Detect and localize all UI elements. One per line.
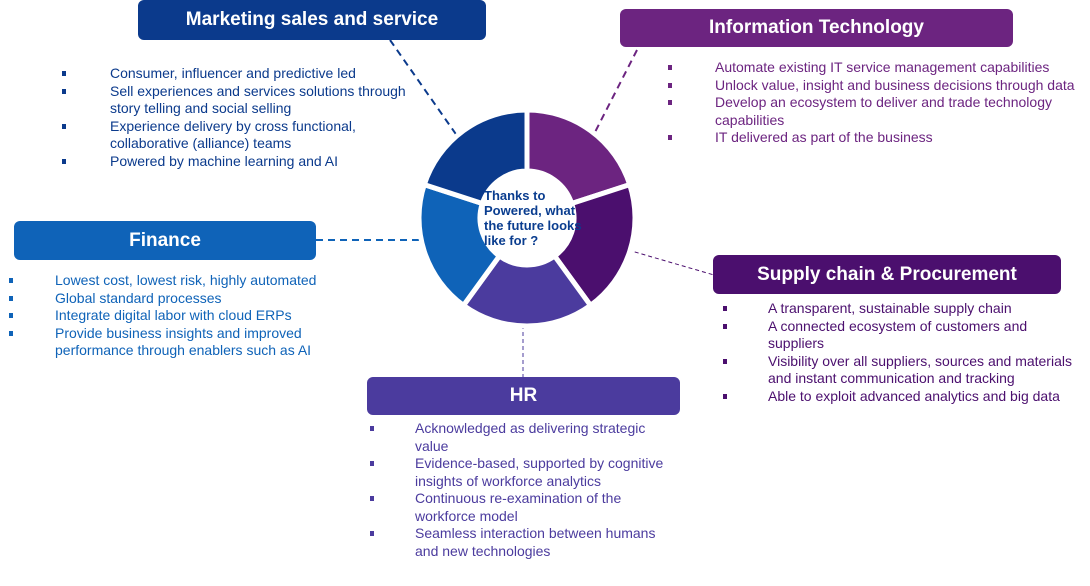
bullet-icon [9,278,13,283]
supply-list-item: Able to exploit advanced analytics and b… [723,388,1075,406]
bullet-icon [370,426,374,431]
connector-marketing [389,39,461,141]
it-list-item: Develop an ecosystem to deliver and trad… [668,94,1090,129]
donut-segment-hr [460,252,594,329]
donut-segment-finance [416,181,503,309]
bullet-icon [370,531,374,536]
it-item-text: Automate existing IT service management … [715,59,1050,75]
bullet-icon [370,496,374,501]
finance-header: Finance [14,221,316,260]
hr-item-text: Acknowledged as delivering strategic val… [415,420,646,454]
supply-title: Supply chain & Procurement [757,263,1017,285]
hr-item-text: Evidence-based, supported by cognitive i… [415,455,664,489]
marketing-list-item: Consumer, influencer and predictive led [62,65,422,83]
finance-list-item: Integrate digital labor with cloud ERPs [9,307,339,325]
bullet-icon [668,100,672,105]
finance-list-item: Global standard processes [9,290,339,308]
hr-item-text: Continuous re-examination of the workfor… [415,490,622,524]
supply-item-text: Able to exploit advanced analytics and b… [768,387,1060,404]
bullet-icon [370,461,374,466]
supply-list-item: Visibility over all suppliers, sources a… [723,353,1075,388]
marketing-item-text: Experience delivery by cross functional,… [110,117,356,152]
it-item-text: Unlock value, insight and business decis… [715,76,1075,93]
hr-header: HR [367,377,680,415]
bullet-icon [668,65,672,70]
hr-list: Acknowledged as delivering strategic val… [370,420,670,560]
it-list-item: IT delivered as part of the business [668,129,1090,147]
hr-list-item: Seamless interaction between humans and … [370,525,670,560]
it-list-item: Automate existing IT service management … [668,59,1090,77]
supply-list-item: A connected ecosystem of customers and s… [723,318,1075,353]
finance-list-item: Provide business insights and improved p… [9,325,339,360]
supply-list-item: A transparent, sustainable supply chain [723,300,1075,318]
marketing-item-text: Powered by machine learning and AI [110,152,339,169]
supply-item-text: A transparent, sustainable supply chain [768,300,1012,316]
donut-segment-it [524,107,633,207]
bullet-icon [723,393,727,399]
finance-item-text: Lowest cost, lowest risk, highly automat… [55,272,317,288]
bullet-icon [723,323,727,329]
donut-segment-supply [551,181,638,309]
marketing-item-text: Sell experiences and services solutions … [110,82,406,117]
supply-item-text: Visibility over all suppliers, sources a… [768,352,1072,387]
hr-list-item: Continuous re-examination of the workfor… [370,490,670,525]
finance-list: Lowest cost, lowest risk, highly automat… [9,272,339,360]
it-item-text: IT delivered as part of the business [715,129,933,145]
connector-it [591,49,638,139]
bullet-icon [62,71,66,76]
marketing-item-text: Consumer, influencer and predictive led [110,65,356,81]
connector-supply [627,249,715,276]
hr-item-text: Seamless interaction between humans and … [415,525,656,559]
bullet-icon [668,135,672,140]
supply-item-text: A connected ecosystem of customers and s… [768,317,1028,352]
finance-list-item: Lowest cost, lowest risk, highly automat… [9,272,339,290]
it-item-text: Develop an ecosystem to deliver and trad… [715,94,1052,128]
it-header: Information Technology [620,9,1013,47]
it-list: Automate existing IT service management … [668,59,1090,147]
bullet-icon [9,313,13,318]
hr-list-item: Evidence-based, supported by cognitive i… [370,455,670,490]
hr-title: HR [509,385,538,406]
bullet-icon [9,295,13,301]
donut-chart [416,107,638,329]
it-list-item: Unlock value, insight and business decis… [668,77,1090,95]
it-title: Information Technology [709,17,924,38]
bullet-icon [9,330,13,336]
finance-title: Finance [129,229,201,251]
marketing-list-item: Powered by machine learning and AI [62,153,422,171]
supply-header: Supply chain & Procurement [713,255,1061,294]
center-question: Thanks to Powered, what the future looks… [484,188,582,248]
donut-segment-marketing [421,107,530,207]
bullet-icon [62,158,66,164]
bullet-icon [723,358,727,364]
bullet-icon [62,123,66,129]
bullet-icon [668,82,672,88]
marketing-list-item: Sell experiences and services solutions … [62,83,422,118]
hr-list-item: Acknowledged as delivering strategic val… [370,420,670,455]
marketing-title: Marketing sales and service [185,9,439,30]
bullet-icon [62,88,66,94]
finance-item-text: Global standard processes [55,289,222,306]
bullet-icon [723,306,727,311]
finance-item-text: Provide business insights and improved p… [55,324,312,359]
finance-item-text: Integrate digital labor with cloud ERPs [55,307,292,323]
marketing-header: Marketing sales and service [138,0,486,40]
marketing-list-item: Experience delivery by cross functional,… [62,118,422,153]
